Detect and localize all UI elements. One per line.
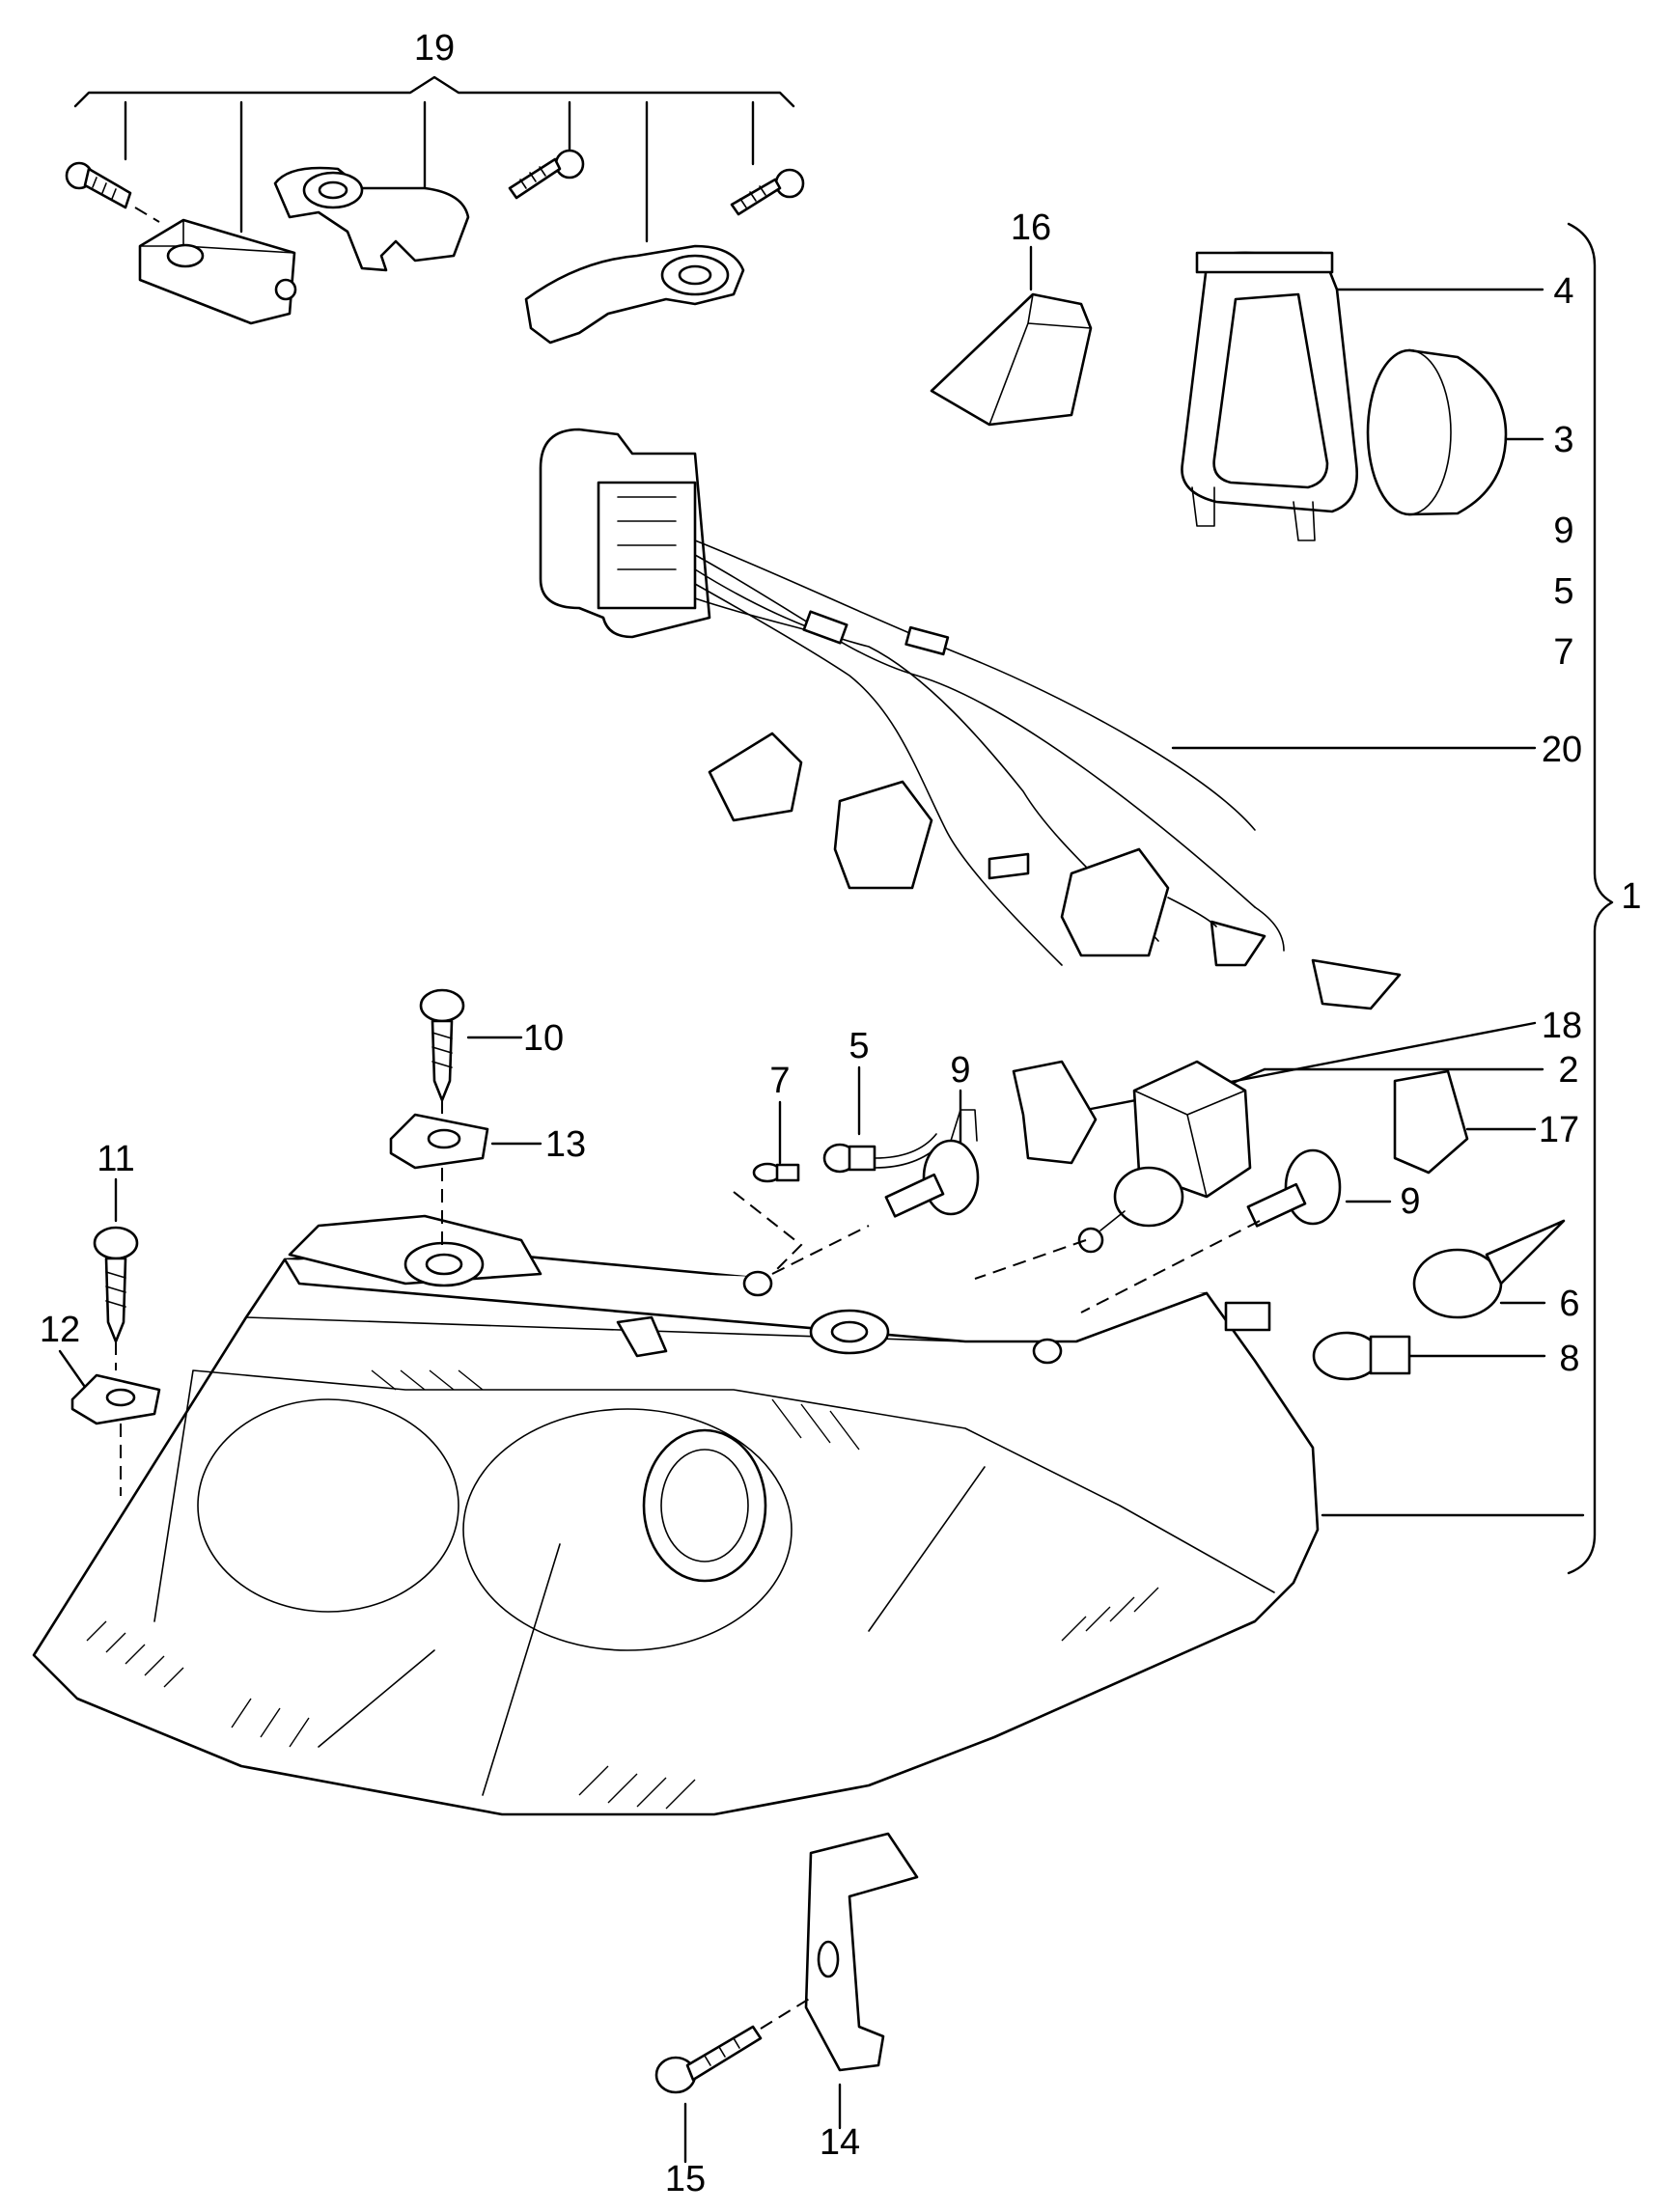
part-20-wiring-harness bbox=[539, 428, 1402, 1010]
callout-5-list: 5 bbox=[1553, 571, 1573, 612]
headlight-housing bbox=[32, 1214, 1320, 1816]
part-3-cap bbox=[1366, 348, 1508, 516]
callout-5: 5 bbox=[848, 1026, 869, 1066]
callout-17: 17 bbox=[1539, 1110, 1579, 1150]
callout-16: 16 bbox=[1011, 207, 1051, 248]
callout-18: 18 bbox=[1542, 1006, 1582, 1046]
leader-lines bbox=[58, 75, 1614, 2164]
callout-1: 1 bbox=[1621, 876, 1641, 917]
callout-15: 15 bbox=[665, 2159, 706, 2199]
callout-12: 12 bbox=[40, 1310, 80, 1350]
callout-20: 20 bbox=[1542, 730, 1582, 770]
callout-13: 13 bbox=[545, 1124, 586, 1165]
bulbs-and-motor bbox=[733, 1060, 1566, 1381]
callout-8: 8 bbox=[1559, 1339, 1579, 1379]
callout-11: 11 bbox=[97, 1139, 134, 1179]
callout-9-left: 9 bbox=[950, 1050, 970, 1091]
adjuster-bracket-set bbox=[65, 149, 805, 345]
callout-19: 19 bbox=[414, 28, 455, 69]
part-16-cover bbox=[930, 292, 1093, 427]
callout-10: 10 bbox=[523, 1018, 564, 1059]
lower-bracket bbox=[654, 1832, 919, 2094]
callout-7-list: 7 bbox=[1553, 632, 1573, 673]
callout-2: 2 bbox=[1558, 1050, 1578, 1091]
callout-3: 3 bbox=[1553, 420, 1573, 460]
callout-4: 4 bbox=[1553, 271, 1573, 312]
callout-9-right: 9 bbox=[1400, 1181, 1420, 1222]
part-4-gasket-frame bbox=[1181, 251, 1358, 541]
callout-9-list: 9 bbox=[1553, 511, 1573, 551]
callout-6: 6 bbox=[1559, 1284, 1579, 1324]
mounting-screws bbox=[70, 988, 489, 1496]
callout-7: 7 bbox=[769, 1061, 790, 1101]
